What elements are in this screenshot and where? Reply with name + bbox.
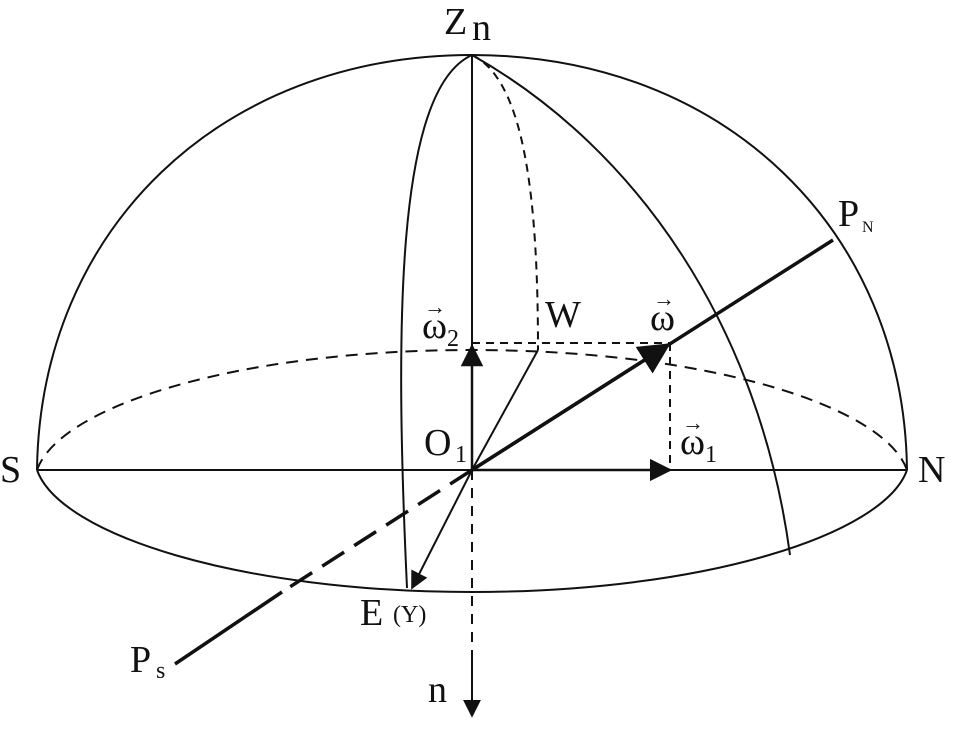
label-pole-south: P s bbox=[130, 639, 165, 684]
east-vector bbox=[411, 469, 473, 590]
label-north: N bbox=[918, 449, 945, 491]
label-east: E (Y) bbox=[360, 592, 426, 634]
svg-text:→: → bbox=[653, 286, 675, 311]
label-west: W bbox=[545, 294, 581, 336]
svg-text:→: → bbox=[682, 410, 704, 435]
svg-text:(Y): (Y) bbox=[393, 602, 426, 628]
svg-text:Z: Z bbox=[444, 1, 467, 43]
svg-text:N: N bbox=[862, 219, 874, 236]
label-origin: O 1 bbox=[424, 422, 467, 468]
svg-text:2: 2 bbox=[447, 326, 459, 352]
svg-text:→: → bbox=[424, 294, 446, 319]
svg-text:O: O bbox=[424, 422, 451, 464]
omega-vector bbox=[471, 343, 671, 472]
horizon-front bbox=[36, 469, 908, 594]
label-omega2: → ω 2 bbox=[422, 294, 459, 352]
rotation-axis-south bbox=[174, 590, 283, 666]
svg-text:n: n bbox=[472, 7, 491, 49]
label-south: S bbox=[0, 449, 21, 491]
svg-text:1: 1 bbox=[705, 442, 717, 468]
sky-great-circle bbox=[471, 54, 791, 556]
svg-text:E: E bbox=[360, 592, 383, 634]
svg-text:ω: ω bbox=[650, 297, 675, 339]
svg-text:P: P bbox=[838, 193, 859, 235]
label-zenith: Z n bbox=[444, 1, 491, 49]
west-line bbox=[471, 349, 539, 471]
label-nadir: n bbox=[428, 669, 447, 711]
svg-text:s: s bbox=[156, 658, 165, 684]
rotation-axis-south-dashed bbox=[281, 468, 473, 594]
svg-text:ω: ω bbox=[680, 421, 705, 463]
svg-text:P: P bbox=[130, 639, 151, 681]
label-omega1: → ω 1 bbox=[680, 410, 717, 468]
label-pole-north: P N bbox=[838, 193, 874, 236]
svg-text:1: 1 bbox=[455, 442, 467, 468]
svg-text:ω: ω bbox=[422, 305, 447, 347]
label-omega: → ω bbox=[650, 286, 675, 339]
west-meridian bbox=[471, 54, 539, 351]
east-meridian bbox=[400, 54, 473, 589]
